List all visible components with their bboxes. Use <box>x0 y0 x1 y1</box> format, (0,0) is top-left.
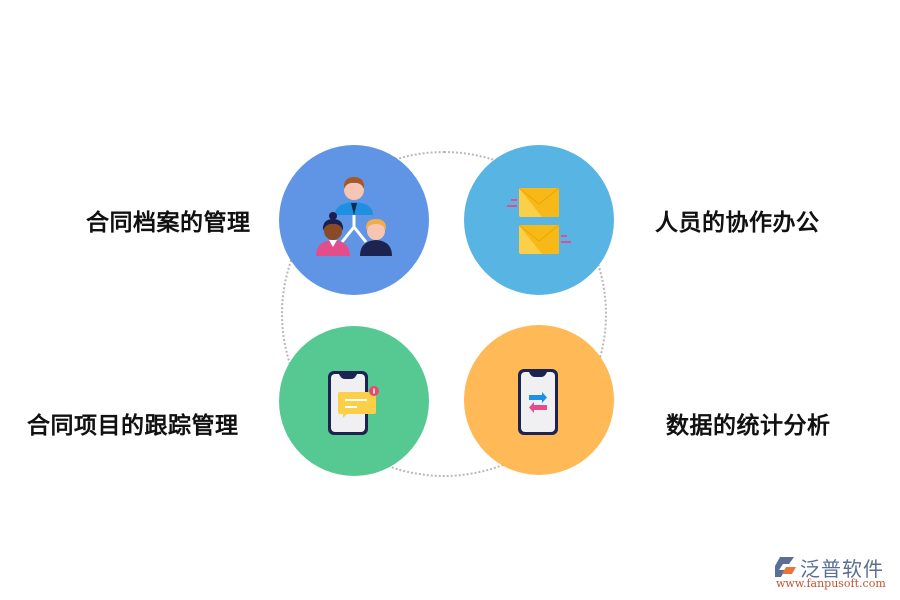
circle-project-tracking <box>279 326 429 476</box>
label-staff-collaboration: 人员的协作办公 <box>655 210 820 236</box>
fanpu-logo-icon <box>775 557 796 577</box>
label-project-tracking: 合同项目的跟踪管理 <box>27 413 239 439</box>
circle-staff-collaboration <box>464 145 614 295</box>
label-contract-archive-management: 合同档案的管理 <box>86 210 251 236</box>
logo-url: www.fanpusoft.com <box>776 577 886 590</box>
circle-data-analysis <box>464 325 614 475</box>
phone-transfer-icon <box>518 369 558 435</box>
people-hierarchy-icon <box>316 177 392 256</box>
phone-message-icon <box>328 371 379 435</box>
dotted-connector-ring <box>281 151 607 477</box>
fanpusoft-logo: 泛普软件 www.fanpusoft.com <box>770 553 895 595</box>
logo-title: 泛普软件 <box>800 557 884 581</box>
envelopes-icon <box>507 187 571 254</box>
label-data-analysis: 数据的统计分析 <box>666 413 831 439</box>
circle-contract-archive <box>279 145 429 295</box>
